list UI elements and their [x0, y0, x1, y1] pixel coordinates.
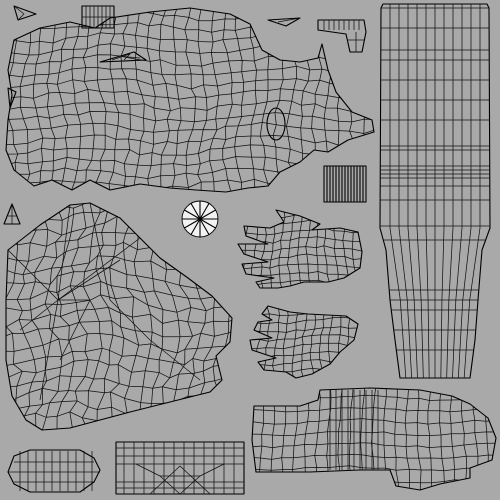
top-right-fragment-island — [317, 19, 367, 53]
limb-strip-island — [379, 3, 491, 379]
tiny-triangles — [3, 5, 301, 225]
bone-island — [7, 449, 101, 493]
wheel-island — [181, 200, 219, 238]
upper-hand-island — [237, 209, 363, 289]
forearm-island — [251, 387, 497, 491]
barcode-island — [323, 165, 367, 203]
lower-hand-island — [249, 305, 359, 379]
belt-island — [115, 441, 245, 495]
top-strip-island — [81, 5, 115, 29]
